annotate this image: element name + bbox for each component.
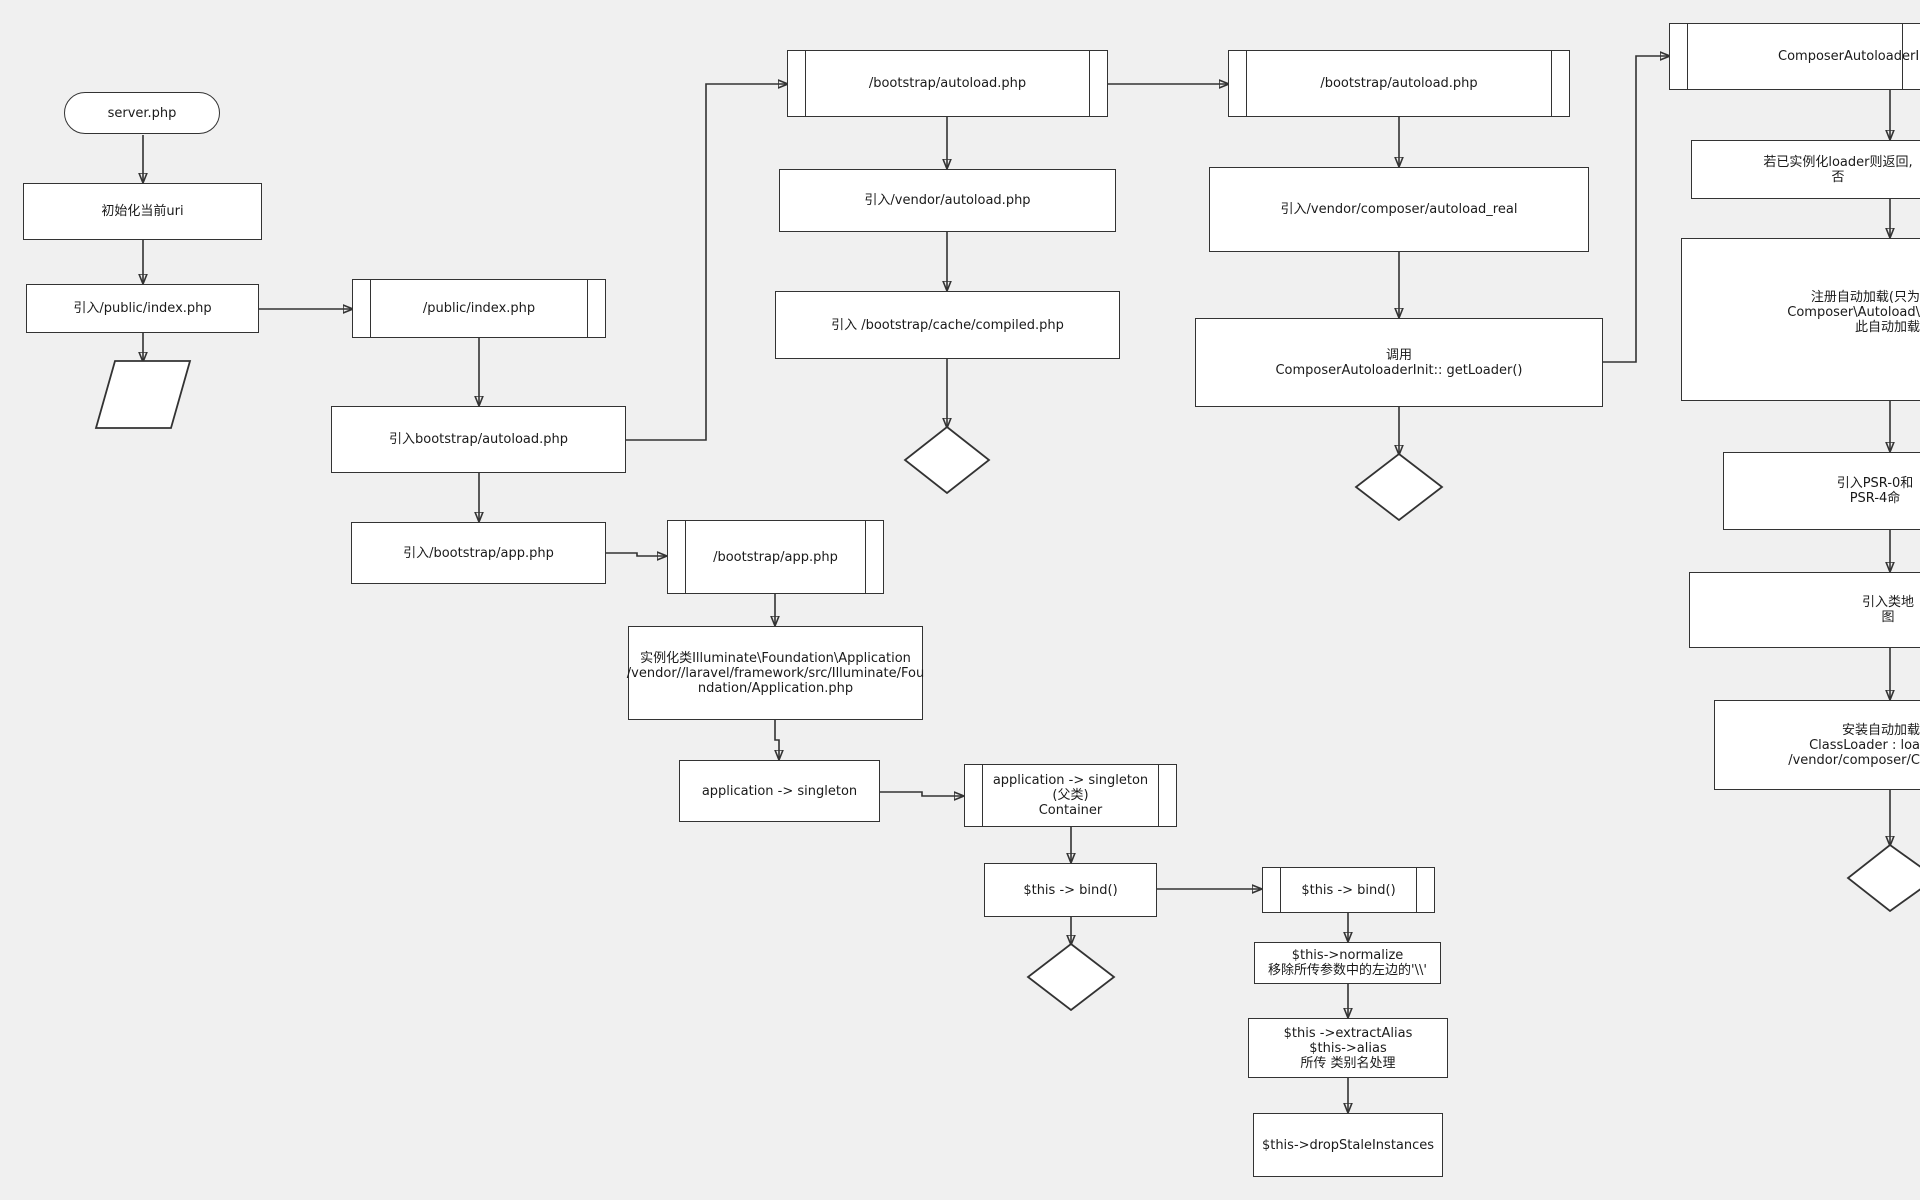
bootstrap-autoload-subprocess[interactable]: /bootstrap/autoload.php (787, 50, 1108, 117)
install-autoload-process[interactable]: 安装自动加载 ClassLoader : loa /vendor/compose… (1714, 700, 1920, 790)
composer-autoloader-init-subprocess[interactable]: ComposerAutoloaderInit (1669, 23, 1920, 90)
node-label: 注册自动加载(只为Composer\Autoload\ 此自动加载 (1787, 290, 1920, 335)
server-php-terminal[interactable]: server.php (64, 92, 220, 134)
require-bootstrap-app-process[interactable]: 引入/bootstrap/app.php (351, 522, 606, 584)
node-label: /bootstrap/app.php (713, 549, 838, 565)
decision-diamond (1354, 453, 1444, 521)
call-getloader-process[interactable]: 调用 ComposerAutoloaderInit:: getLoader() (1195, 318, 1603, 407)
node-label: 引入 /bootstrap/cache/compiled.php (831, 317, 1064, 333)
node-label: 安装自动加载 ClassLoader : loa /vendor/compose… (1788, 722, 1920, 768)
require-classmap-process[interactable]: 引入类地图 (1689, 572, 1920, 648)
edge-instantiate-to-singleton (775, 720, 779, 759)
drop-stale-instances-process[interactable]: $this->dropStaleInstances (1253, 1113, 1443, 1177)
node-label: /bootstrap/autoload.php (1320, 76, 1478, 91)
node-label: $this->normalize 移除所传参数中的左边的'\\' (1268, 948, 1427, 978)
node-label: server.php (107, 105, 177, 121)
bootstrap-autoload-subprocess-2[interactable]: /bootstrap/autoload.php (1228, 50, 1570, 117)
data-shape (94, 360, 192, 429)
register-autoload-process[interactable]: 注册自动加载(只为Composer\Autoload\ 此自动加载 (1681, 238, 1920, 401)
public-index-subprocess[interactable]: /public/index.php (352, 279, 606, 338)
decision-diamond (1026, 943, 1116, 1011)
node-label: 引入PSR-0和PSR-4命 (1836, 476, 1914, 506)
node-label: $this -> bind() (1023, 882, 1118, 898)
this-bind-process[interactable]: $this -> bind() (984, 863, 1157, 917)
node-label: $this -> bind() (1301, 882, 1396, 898)
return-if-instantiated-process[interactable]: 若已实例化loader则返回, 否 (1691, 140, 1920, 199)
node-label: application -> singleton (父类) Container (992, 773, 1149, 818)
node-label: ComposerAutoloaderInit (1778, 49, 1920, 64)
node-label: $this->dropStaleInstances (1261, 1137, 1435, 1153)
node-label: /public/index.php (422, 301, 536, 316)
normalize-process[interactable]: $this->normalize 移除所传参数中的左边的'\\' (1254, 942, 1441, 984)
application-singleton-process[interactable]: application -> singleton (679, 760, 880, 822)
decision-diamond (903, 426, 991, 494)
this-bind-subprocess[interactable]: $this -> bind() (1262, 867, 1435, 913)
node-label: 引入/bootstrap/app.php (403, 545, 554, 561)
require-bootstrap-autoload-process[interactable]: 引入bootstrap/autoload.php (331, 406, 626, 473)
edge-to-bootstrap-app (605, 553, 666, 556)
node-label: $this ->extractAlias $this->alias 所传 类别名… (1283, 1025, 1413, 1071)
node-label: 若已实例化loader则返回, 否 (1763, 154, 1913, 185)
node-label: 初始化当前uri (101, 204, 184, 219)
extract-alias-process[interactable]: $this ->extractAlias $this->alias 所传 类别名… (1248, 1018, 1448, 1078)
require-public-index-process[interactable]: 引入/public/index.php (26, 284, 259, 333)
node-label: 引入/public/index.php (73, 301, 212, 316)
init-uri-process[interactable]: 初始化当前uri (23, 183, 262, 240)
require-autoload-real-process[interactable]: 引入/vendor/composer/autoload_real (1209, 167, 1589, 252)
node-label: application -> singleton (701, 783, 858, 799)
node-label: 引入bootstrap/autoload.php (389, 432, 568, 447)
node-label: 引入类地图 (1861, 595, 1914, 625)
node-label: 引入/vendor/composer/autoload_real (1280, 202, 1518, 217)
edge-to-bootstrap-autoload-1 (625, 84, 787, 441)
instantiate-application-process[interactable]: 实例化类Illuminate\Foundation\Application /v… (627, 626, 924, 720)
node-label: /bootstrap/autoload.php (868, 76, 1027, 91)
node-label: 引入/vendor/autoload.php (864, 193, 1031, 208)
application-singleton-parent-subprocess[interactable]: application -> singleton (父类) Container (964, 764, 1177, 827)
require-vendor-autoload-process[interactable]: 引入/vendor/autoload.php (779, 169, 1116, 232)
edge-getloader-to-composer-init (1603, 56, 1669, 363)
decision-diamond (1846, 844, 1920, 912)
edge-singleton-to-parent (880, 792, 963, 796)
node-label: 调用 ComposerAutoloaderInit:: getLoader() (1275, 347, 1523, 378)
bootstrap-app-subprocess[interactable]: /bootstrap/app.php (667, 520, 884, 594)
node-label: 实例化类Illuminate\Foundation\Application /v… (626, 650, 925, 696)
require-psr-process[interactable]: 引入PSR-0和PSR-4命 (1723, 452, 1920, 530)
require-compiled-process[interactable]: 引入 /bootstrap/cache/compiled.php (775, 291, 1120, 359)
